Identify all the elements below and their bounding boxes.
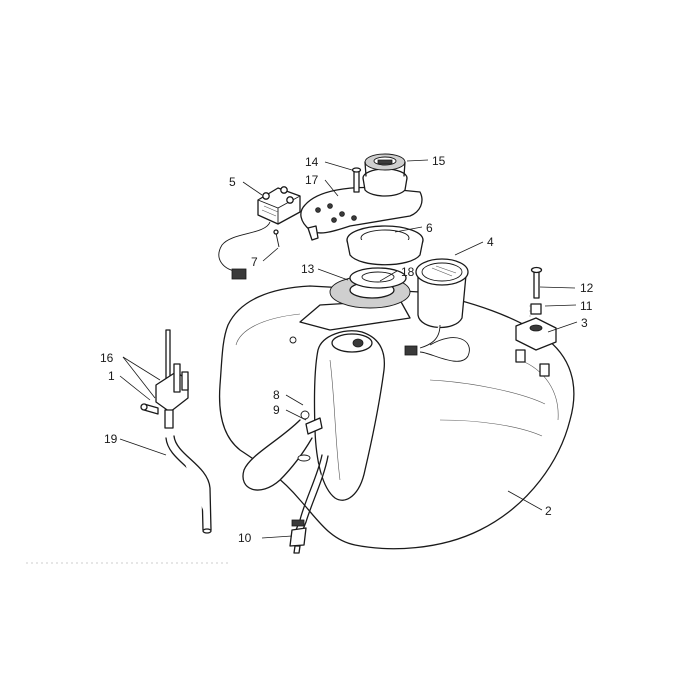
callout-15: 15: [432, 154, 446, 168]
fuel-gauge: [404, 258, 470, 362]
callout-labels: 1 2 3 4 5 6 7 8 9 10 11 12 13 14 15 16 1…: [100, 154, 594, 545]
callout-14: 14: [305, 155, 319, 169]
callout-7: 7: [251, 255, 258, 269]
callout-4: 4: [487, 235, 494, 249]
callout-8: 8: [273, 388, 280, 402]
callout-13: 13: [301, 262, 315, 276]
callout-3: 3: [581, 316, 588, 330]
connector-block: [218, 186, 301, 280]
callout-16: 16: [100, 351, 114, 365]
filler-gasket: [329, 267, 411, 309]
fuel-tap: [140, 329, 189, 429]
callout-2: 2: [545, 504, 552, 518]
filler-neck-ring: [346, 225, 424, 266]
callout-12: 12: [580, 281, 594, 295]
callout-11: 11: [580, 299, 593, 313]
rear-mount-bracket: [515, 266, 557, 351]
fuel-tank: [218, 285, 575, 550]
callout-17: 17: [305, 173, 319, 187]
callout-9: 9: [273, 403, 280, 417]
vent-hose: [242, 410, 329, 554]
fuel-hose: [165, 435, 212, 534]
callout-10: 10: [238, 531, 252, 545]
callout-18: 18: [401, 265, 415, 279]
leader-lines: [119, 159, 578, 539]
callout-1: 1: [108, 369, 115, 383]
callout-19: 19: [104, 432, 118, 446]
cap-screw: [351, 167, 362, 193]
filler-top-plate: [300, 186, 423, 241]
filler-cap: [362, 153, 408, 197]
callout-6: 6: [426, 221, 433, 235]
callout-5: 5: [229, 175, 236, 189]
